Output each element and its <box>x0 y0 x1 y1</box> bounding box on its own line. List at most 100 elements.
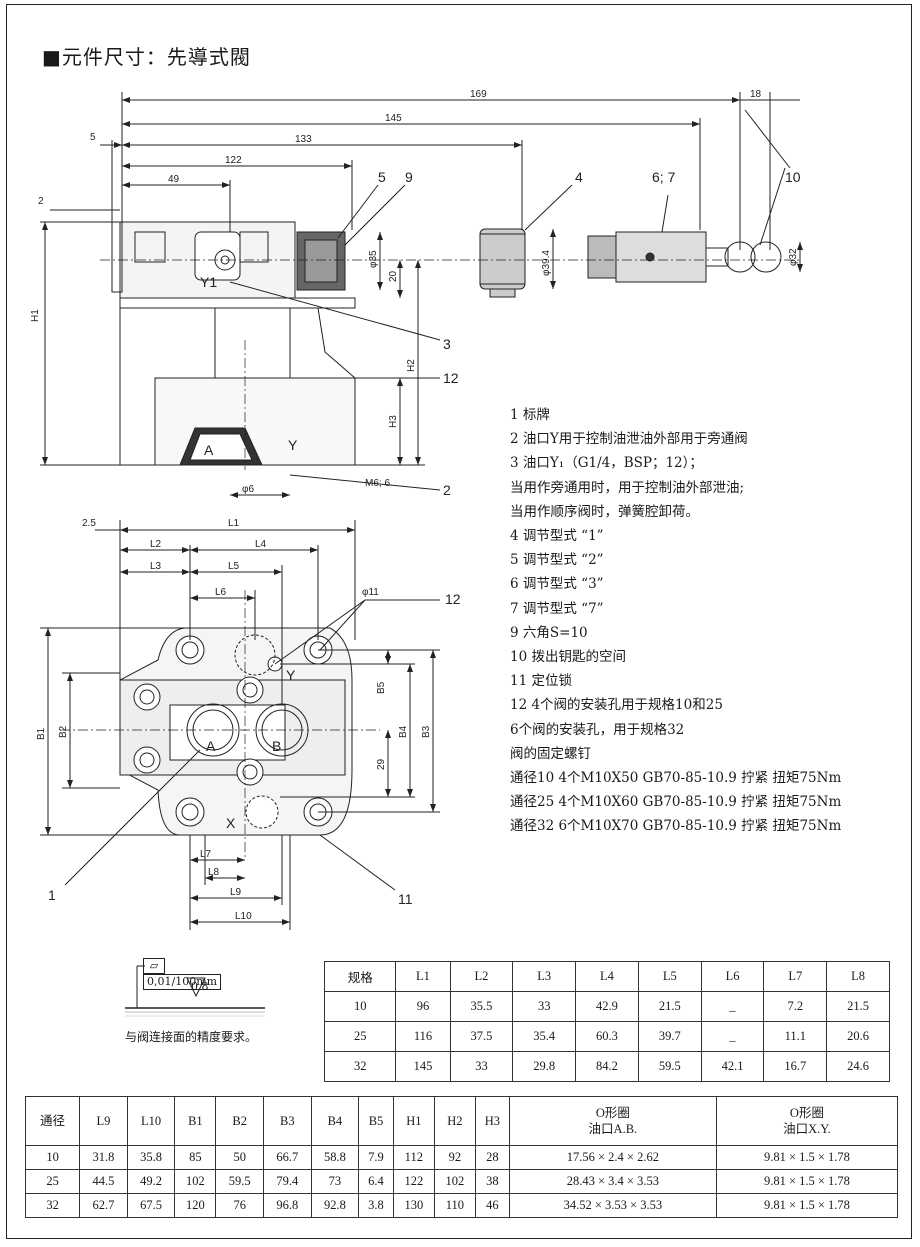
table-header: L8 <box>826 961 890 992</box>
port-a: A <box>206 738 216 754</box>
table-header: B3 <box>263 1096 312 1146</box>
table-cell: 58.8 <box>310 1145 360 1170</box>
callout-2: 2 <box>443 482 451 498</box>
callout-10: 10 <box>785 169 801 185</box>
legend-item: 1 标牌 <box>510 407 550 423</box>
legend-item: 11 定位锁 <box>510 673 572 690</box>
table-header-oring-xy: O形圈油口X.Y. <box>715 1096 899 1146</box>
dim-l8: L8 <box>208 867 220 878</box>
dim-2-5: 2.5 <box>82 518 96 529</box>
table-header: L9 <box>79 1096 128 1146</box>
table-cell: 38 <box>474 1169 510 1194</box>
table-cell: _ <box>700 991 765 1022</box>
table-cell: 145 <box>395 1051 451 1082</box>
port-y1: Y1 <box>200 274 217 290</box>
table-cell: 42.9 <box>575 991 639 1022</box>
table-cell: 9.81 × 1.5 × 1.78 <box>715 1145 899 1170</box>
callout-11: 11 <box>398 891 413 907</box>
legend-item: 阀的固定螺钉 <box>510 745 591 762</box>
table-cell: 79.4 <box>263 1169 312 1194</box>
table-header: L3 <box>512 961 577 992</box>
callout-9: 9 <box>405 169 413 185</box>
dim-169: 169 <box>470 89 487 100</box>
table-header: L7 <box>763 961 828 992</box>
table-cell: 35.8 <box>126 1145 176 1170</box>
table-cell: 85 <box>174 1145 217 1170</box>
table-header: H1 <box>392 1096 435 1146</box>
surface-note: 与阀连接面的精度要求。 <box>125 1030 258 1044</box>
table-cell: 62.7 <box>79 1193 128 1218</box>
table-cell: 96 <box>395 991 451 1022</box>
table-header: B1 <box>174 1096 217 1146</box>
table-cell: 59.5 <box>215 1169 264 1194</box>
roughness-value: 0.8 <box>191 980 209 993</box>
dim-phi11: φ11 <box>362 587 379 598</box>
legend-item: 通径32 6个M10X70 GB70-85-10.9 拧紧 扭矩75Nm <box>510 818 842 835</box>
flatness-value: 0,01/100mm <box>143 974 222 990</box>
port-y-side: Y <box>288 437 298 453</box>
table-cell: 10 <box>323 991 397 1022</box>
legend-item: 3 油口Y₁（G1/4，BSP；12）； <box>510 455 703 472</box>
surface-symbol <box>125 965 265 1017</box>
page-title: ■元件尺寸：先導式閥 <box>42 45 251 69</box>
dim-l4: L4 <box>255 539 267 550</box>
dim-b2: B2 <box>58 725 69 738</box>
legend-item: 6个阀的安装孔，用于规格32 <box>510 721 685 738</box>
table-header: H3 <box>474 1096 510 1146</box>
dim-l5: L5 <box>228 561 240 572</box>
flatness-icon: ▱ <box>143 958 165 974</box>
dim-l10: L10 <box>235 911 252 922</box>
table-cell: 96.8 <box>263 1193 312 1218</box>
dim-l7: L7 <box>200 849 212 860</box>
table-cell: 21.5 <box>637 991 702 1022</box>
table-cell: 37.5 <box>449 1021 514 1052</box>
table-cell: 31.8 <box>79 1145 128 1170</box>
table-header: L1 <box>395 961 451 992</box>
dim-b4: B4 <box>398 725 409 738</box>
dim-phi35: φ35 <box>368 250 379 268</box>
callout-1: 1 <box>48 887 56 903</box>
dim-18: 18 <box>750 89 762 100</box>
dim-122: 122 <box>225 155 242 166</box>
technical-drawing: 169 145 133 122 49 5 18 2 H1 H2 H3 20 φ3… <box>30 89 803 930</box>
table-cell: 32 <box>24 1193 81 1218</box>
table-cell: 110 <box>433 1193 476 1218</box>
dim-b5: B5 <box>376 681 387 694</box>
callout-3: 3 <box>443 336 451 352</box>
table-cell: 32 <box>323 1051 397 1082</box>
table-cell: 28.43 × 3.4 × 3.53 <box>508 1169 717 1194</box>
dim-145: 145 <box>385 113 402 124</box>
table-cell: 3.8 <box>358 1193 394 1218</box>
dim-133: 133 <box>295 134 312 145</box>
table-cell: 17.56 × 2.4 × 2.62 <box>508 1145 717 1170</box>
legend-item: 通径10 4个M10X50 GB70-85-10.9 拧紧 扭矩75Nm <box>510 770 842 787</box>
table-header: L6 <box>700 961 765 992</box>
dim-l6: L6 <box>215 587 227 598</box>
dim-phi6: φ6 <box>242 484 254 495</box>
callout-5: 5 <box>378 169 386 185</box>
table-cell: 9.81 × 1.5 × 1.78 <box>715 1193 899 1218</box>
legend-item: 7 调节型式 “7” <box>510 600 604 617</box>
legend-item: 6 调节型式 “3” <box>510 576 604 593</box>
table-header: 通径 <box>24 1096 81 1146</box>
plan-view: 2.5 L1 L2 L4 L3 L5 L6 φ11 B1 B2 B5 B4 B3… <box>36 518 461 930</box>
table-cell: 16.7 <box>763 1051 828 1082</box>
legend-item: 4 调节型式 “1” <box>510 528 604 545</box>
table-header: L5 <box>637 961 702 992</box>
table-cell: 122 <box>392 1169 435 1194</box>
dim-l1: L1 <box>228 518 240 529</box>
dim-m6: M6; 6 <box>365 478 390 489</box>
legend-item: 12 4个阀的安装孔用于规格10和25 <box>510 697 723 714</box>
table-cell: 24.6 <box>826 1051 890 1082</box>
dim-b1: B1 <box>36 727 47 740</box>
table-cell: 11.1 <box>763 1021 828 1052</box>
table-cell: 21.5 <box>826 991 890 1022</box>
table-cell: 84.2 <box>575 1051 639 1082</box>
table-header-oring-ab: O形圈油口A.B. <box>508 1096 717 1146</box>
table-cell: 9.81 × 1.5 × 1.78 <box>715 1169 899 1194</box>
